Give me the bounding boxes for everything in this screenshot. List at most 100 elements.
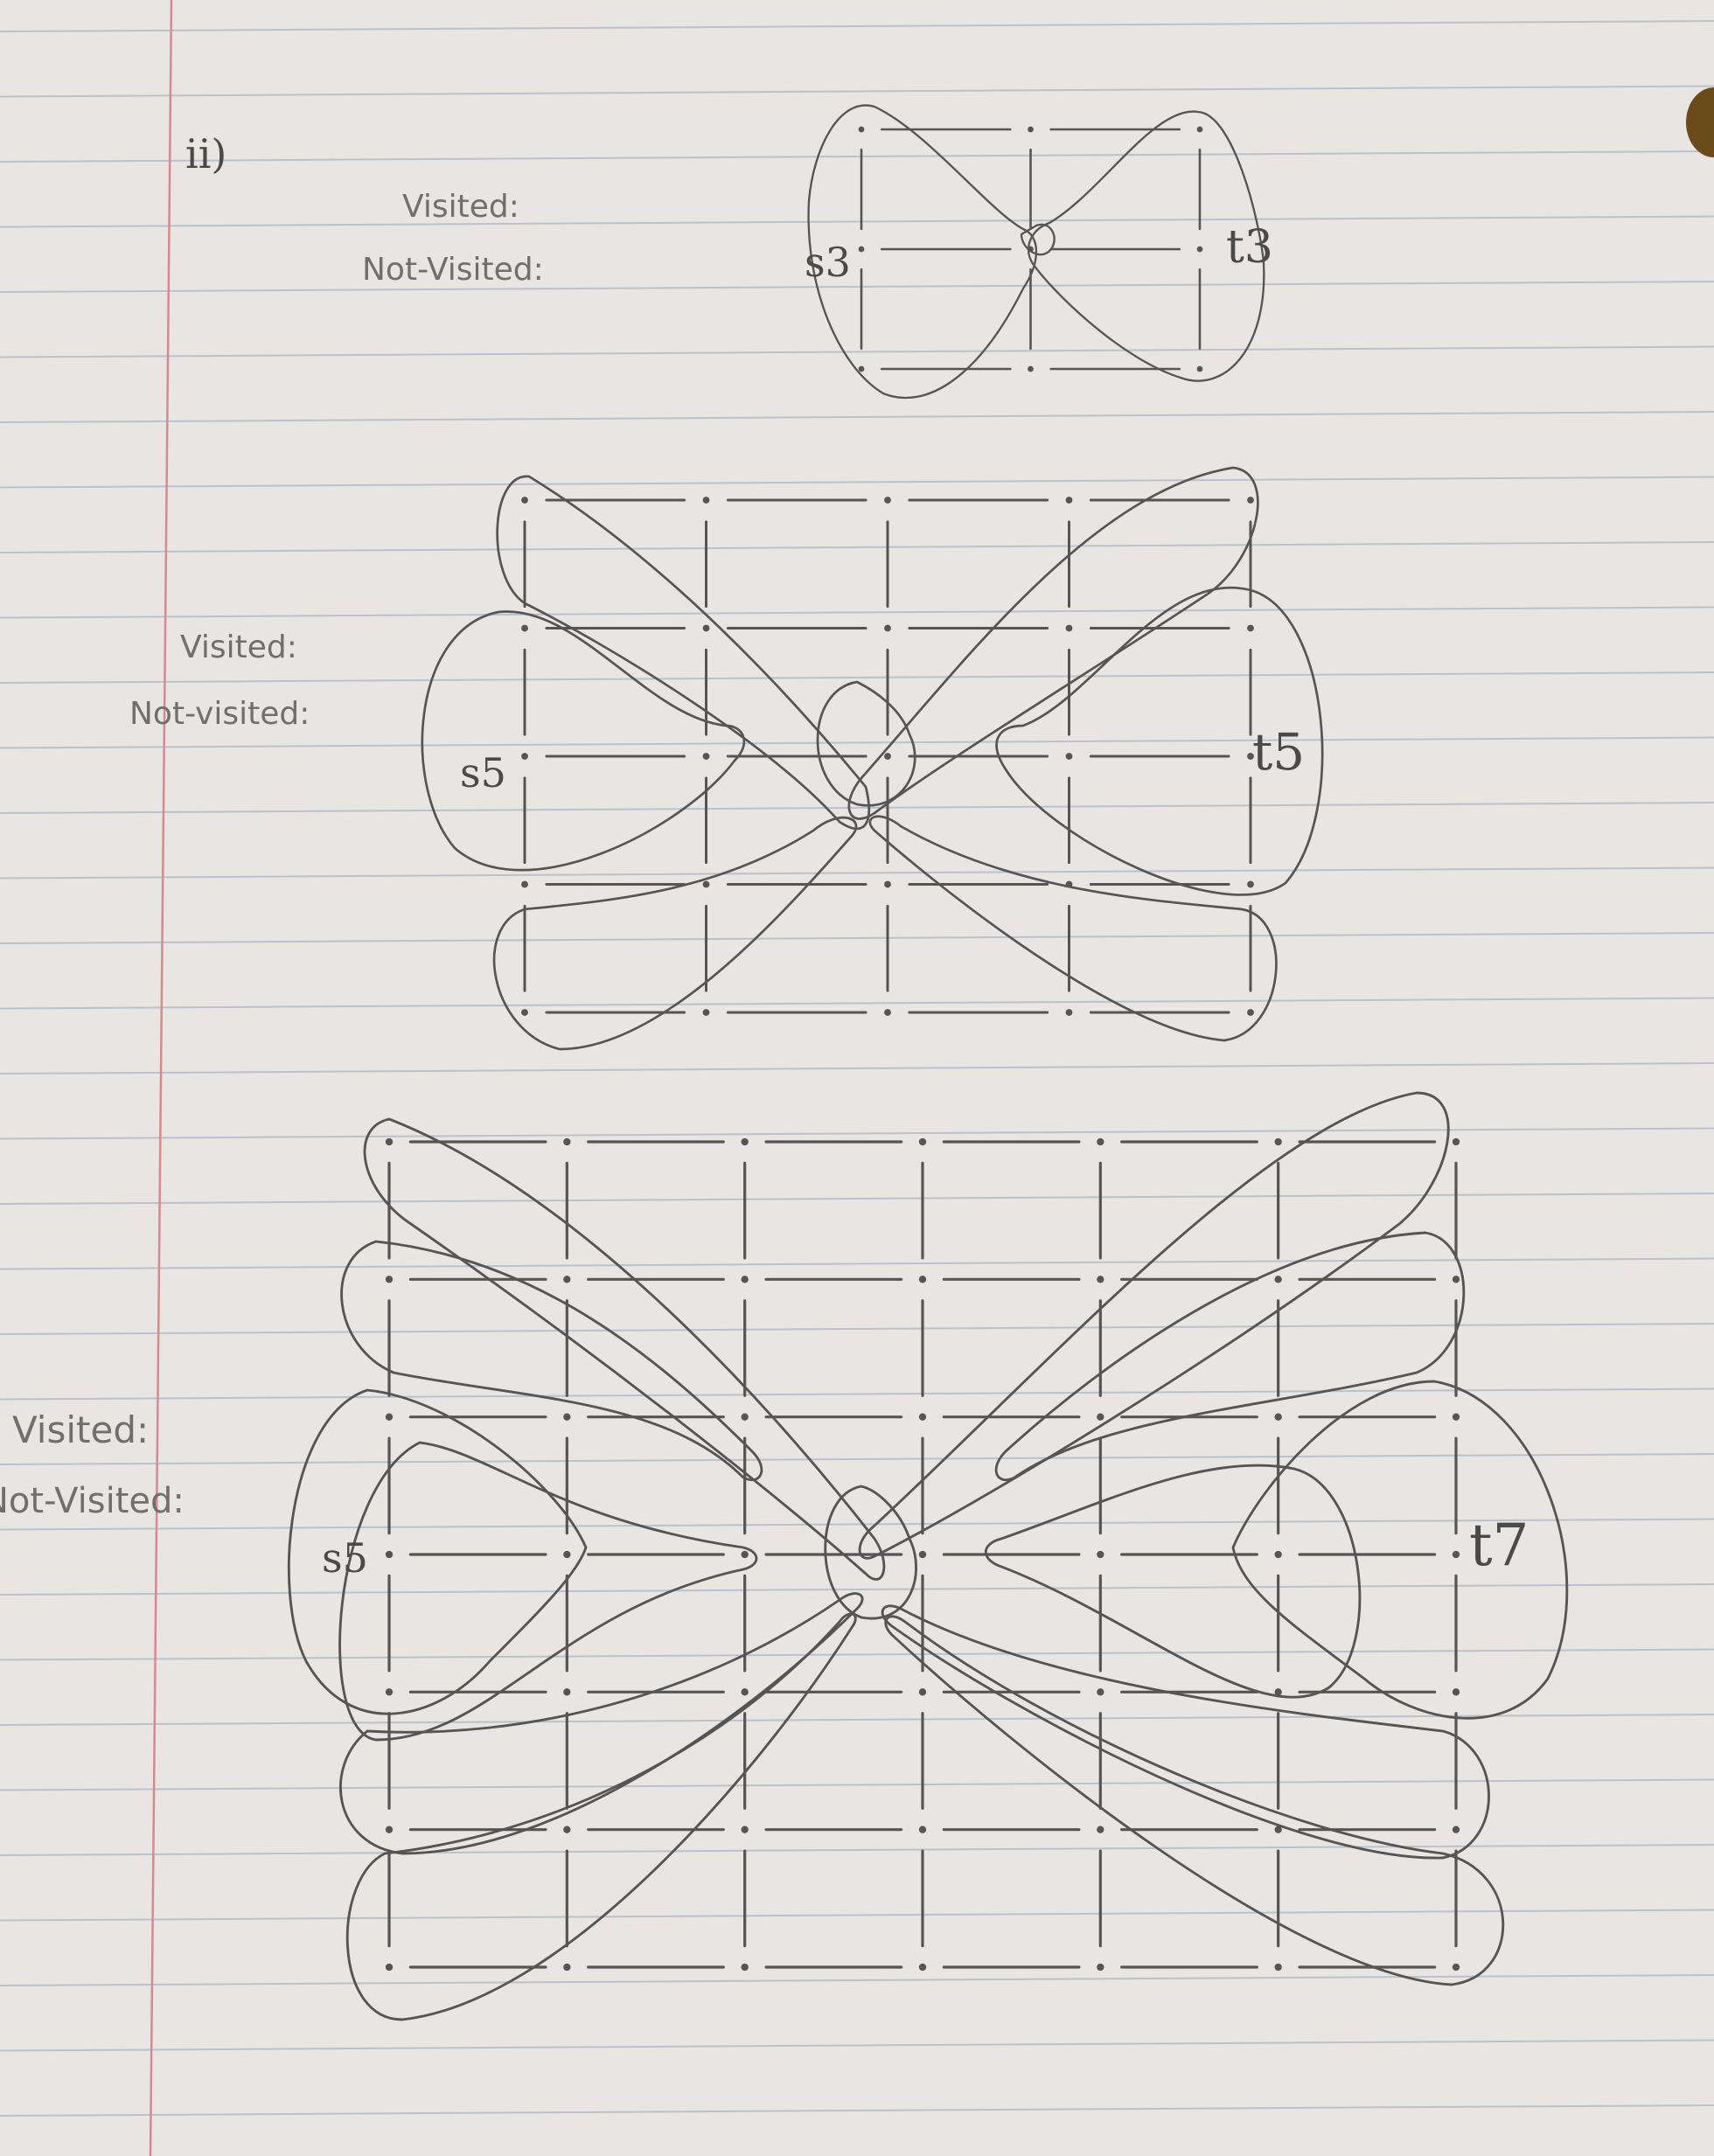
grid-vertex — [563, 1550, 571, 1559]
grid-vertex — [1274, 1413, 1282, 1421]
grid-vertex — [1452, 1276, 1460, 1283]
rule-line — [0, 1127, 1714, 1140]
grid-vertex — [702, 880, 710, 888]
rule-line — [0, 1323, 1714, 1335]
grid-vertex — [385, 1963, 394, 1972]
frontier-loop — [868, 815, 1278, 1042]
frontier-loop — [884, 1615, 1505, 1986]
grid-vertex — [1452, 1550, 1460, 1559]
rule-line — [0, 1062, 1714, 1075]
grid-vertex — [741, 1826, 749, 1833]
rule-line — [0, 1193, 1714, 1205]
grid-vertex — [1028, 365, 1034, 372]
grid-vertex — [918, 1826, 927, 1833]
grid-vertex — [563, 1276, 571, 1283]
grid-vertex — [1196, 365, 1203, 372]
grid-vertex — [1247, 1009, 1254, 1016]
rule-line — [0, 281, 1714, 293]
grid-vertex — [563, 1826, 571, 1833]
grid-vertex — [884, 753, 891, 760]
frontier-loop — [338, 1441, 758, 1742]
not-visited-label-3: Not-Visited: — [0, 1481, 185, 1521]
grid-vertex — [1065, 624, 1073, 632]
visited-label-2: Visited: — [180, 629, 297, 665]
grid-vertex — [521, 880, 528, 888]
frontier-loop — [1028, 110, 1265, 382]
grid-figure-5x5 — [421, 466, 1324, 1051]
grid-vertex — [858, 365, 865, 372]
grid-vertex — [702, 497, 710, 504]
frontier-loop — [421, 610, 746, 872]
grid-vertex — [521, 497, 528, 504]
grid-vertex — [1274, 1550, 1282, 1559]
not-visited-label-1: Not-Visited: — [362, 252, 544, 288]
grid-vertex — [1065, 1009, 1073, 1016]
grid-vertex — [918, 1688, 927, 1696]
rule-line — [0, 1583, 1714, 1596]
grid-vertex — [884, 880, 891, 888]
rule-line — [0, 736, 1714, 749]
grid-vertex — [1247, 497, 1254, 504]
grid-vertex — [385, 1276, 394, 1283]
grid-vertex — [884, 497, 891, 504]
frontier-loop — [995, 587, 1324, 896]
visited-label-1: Visited: — [402, 189, 519, 225]
grid-vertex — [884, 1009, 891, 1016]
source-label-2: s5 — [460, 749, 506, 796]
grid-vertex — [1097, 1276, 1104, 1283]
grid-vertex — [1247, 624, 1254, 632]
frontier-loop — [496, 475, 870, 831]
grid-vertex — [1065, 497, 1073, 504]
rule-line — [0, 606, 1714, 619]
grid-vertex — [1452, 1137, 1460, 1146]
frontier-loop — [1020, 223, 1056, 256]
grid-vertex — [1097, 1550, 1104, 1559]
rule-line — [0, 85, 1714, 98]
grid-vertex — [741, 1276, 749, 1283]
grid-vertex — [385, 1413, 394, 1421]
rule-line — [0, 2104, 1714, 2117]
target-label-3: t7 — [1469, 1512, 1529, 1579]
grid-vertex — [563, 1963, 571, 1972]
rule-line — [0, 215, 1714, 228]
binder-hole — [1686, 87, 1714, 157]
grid-vertex — [385, 1550, 394, 1559]
grid-vertex — [702, 1009, 710, 1016]
grid-vertex — [1452, 1413, 1460, 1421]
rule-line — [0, 1518, 1714, 1531]
frontier-loop — [816, 680, 916, 807]
grid-vertex — [1028, 126, 1034, 133]
rule-line — [0, 1453, 1714, 1465]
grid-vertex — [741, 1137, 749, 1146]
grid-figure-7x7 — [288, 1091, 1569, 2021]
grid-figure-3x3 — [807, 104, 1265, 400]
rule-line — [0, 1909, 1714, 1922]
grid-vertex — [385, 1137, 394, 1146]
grid-vertex — [1274, 1137, 1282, 1146]
visited-label-3: Visited: — [12, 1408, 149, 1451]
source-label-1: s3 — [805, 239, 851, 286]
rule-line — [0, 150, 1714, 163]
rule-line — [0, 997, 1714, 1010]
grid-vertex — [1452, 1688, 1460, 1696]
frontier-loop — [340, 1240, 763, 1481]
margin-line — [149, 0, 173, 2156]
grid-vertex — [1247, 880, 1254, 888]
grid-vertex — [1097, 1688, 1104, 1696]
rule-line — [0, 345, 1714, 358]
rule-line — [0, 866, 1714, 880]
ruled-lines — [0, 20, 1714, 2117]
rule-line — [0, 1387, 1714, 1401]
rule-line — [0, 541, 1714, 553]
grid-vertex — [1274, 1276, 1282, 1283]
grid-vertex — [741, 1963, 749, 1972]
target-label-1: t3 — [1226, 221, 1273, 274]
grid-vertex — [1274, 1826, 1282, 1833]
grid-vertex — [858, 126, 865, 133]
grid-vertex — [918, 1137, 927, 1146]
grid-vertex — [1247, 753, 1254, 760]
not-visited-label-2: Not-visited: — [129, 696, 310, 732]
frontier-loop — [345, 1612, 857, 2021]
frontier-loop — [858, 1091, 1450, 1560]
